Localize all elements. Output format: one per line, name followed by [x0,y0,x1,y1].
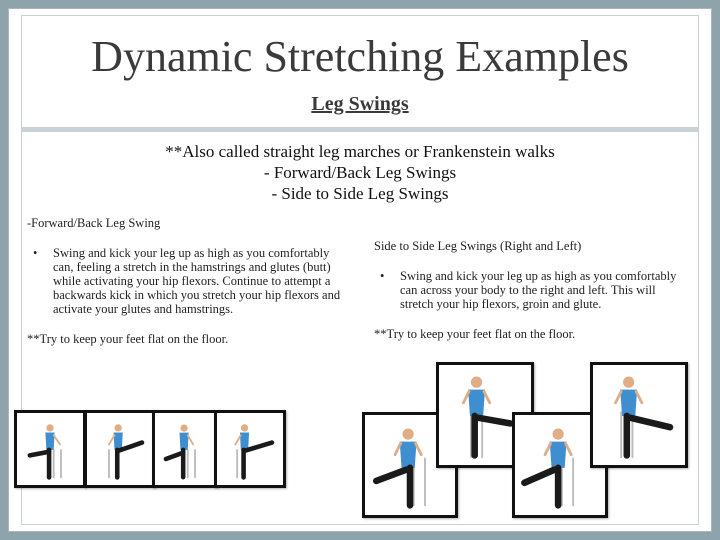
intro-line: - Forward/Back Leg Swings [263,163,457,182]
side-to-side-section: Side to Side Leg Swings (Right and Left)… [374,239,684,341]
exercise-photo-icon [152,410,218,488]
slide-frame [21,15,699,525]
exercise-photo-icon [214,410,286,488]
side-to-side-bullet-text: Swing and kick your leg up as high as yo… [400,269,677,311]
slide-subtitle: Leg Swings [311,93,409,115]
exercise-photo-icon [14,410,86,488]
slide-title: Dynamic Stretching Examples [91,32,629,81]
side-to-side-heading: Side to Side Leg Swings (Right and Left) [374,239,582,253]
side-to-side-bullet: • Swing and kick your leg up as high as … [374,269,684,311]
bullet-marker: • [33,246,38,260]
side-to-side-note: **Try to keep your feet flat on the floo… [374,327,576,341]
exercise-photo-icon [590,362,688,468]
title-divider [21,127,699,132]
forward-back-bullet: • Swing and kick your leg up as high as … [27,246,352,316]
exercise-photo-icon [84,410,156,488]
bullet-marker: • [380,269,385,283]
forward-back-heading: -Forward/Back Leg Swing [27,216,161,230]
forward-back-section: -Forward/Back Leg Swing • Swing and kick… [27,216,352,346]
intro-text: **Also called straight leg marches or Fr… [9,141,711,204]
forward-back-note: **Try to keep your feet flat on the floo… [27,332,229,346]
forward-back-bullet-text: Swing and kick your leg up as high as yo… [53,246,341,316]
intro-line: - Side to Side Leg Swings [271,184,449,203]
intro-line: **Also called straight leg marches or Fr… [165,142,555,161]
